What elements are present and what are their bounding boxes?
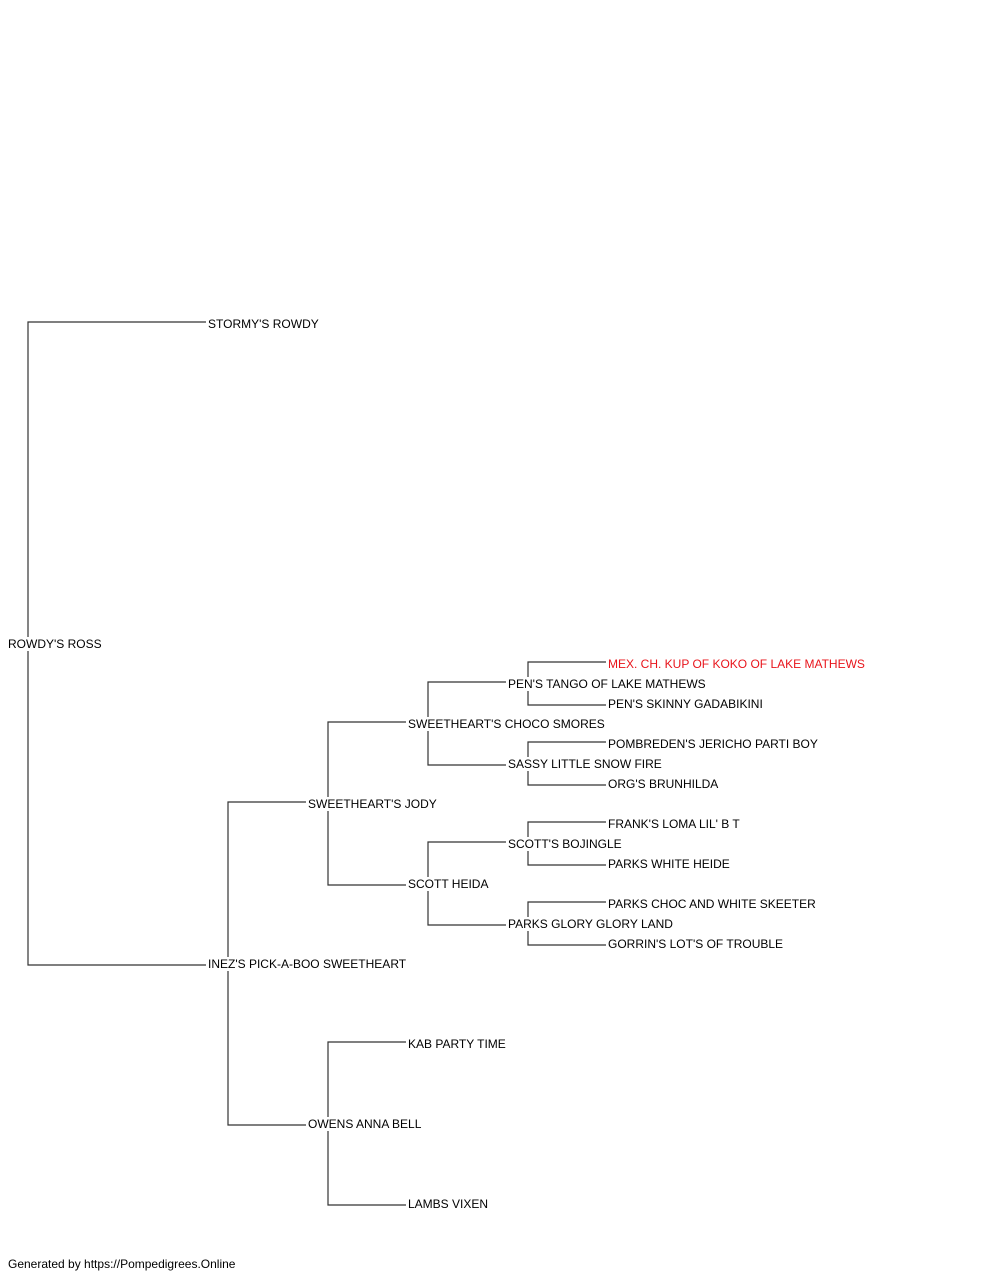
ancestor-name: SCOTT'S BOJINGLE	[507, 837, 623, 851]
ancestor-name: ORG'S BRUNHILDA	[607, 777, 720, 791]
ancestor-name: PEN'S SKINNY GADABIKINI	[607, 697, 764, 711]
sire-name: STORMY'S ROWDY	[207, 317, 320, 331]
dam-dam-dam-name: LAMBS VIXEN	[407, 1197, 490, 1211]
dam-dam-sire-name: KAB PARTY TIME	[407, 1037, 507, 1051]
dam-name: INEZ'S PICK-A-BOO SWEETHEART	[207, 957, 408, 971]
dam-dam-name: OWENS ANNA BELL	[307, 1117, 423, 1131]
subject-dog-name: ROWDY'S ROSS	[7, 637, 103, 651]
ancestor-name: FRANK'S LOMA LIL' B T	[607, 817, 741, 831]
ancestor-name: PARKS WHITE HEIDE	[607, 857, 731, 871]
champion-ancestor-name: MEX. CH. KUP OF KOKO OF LAKE MATHEWS	[607, 657, 866, 671]
ancestor-name: PEN'S TANGO OF LAKE MATHEWS	[507, 677, 707, 691]
ancestor-name: POMBREDEN'S JERICHO PARTI BOY	[607, 737, 819, 751]
dam-sire-name: SWEETHEART'S JODY	[307, 797, 438, 811]
ancestor-name: SASSY LITTLE SNOW FIRE	[507, 757, 663, 771]
dam-sire-sire-name: SWEETHEART'S CHOCO SMORES	[407, 717, 606, 731]
ancestor-name: PARKS CHOC AND WHITE SKEETER	[607, 897, 817, 911]
dam-sire-dam-name: SCOTT HEIDA	[407, 877, 490, 891]
ancestor-name: PARKS GLORY GLORY LAND	[507, 917, 674, 931]
ancestor-name: GORRIN'S LOT'S OF TROUBLE	[607, 937, 785, 951]
generator-credit: Generated by https://Pompedigrees.Online	[8, 1257, 236, 1271]
